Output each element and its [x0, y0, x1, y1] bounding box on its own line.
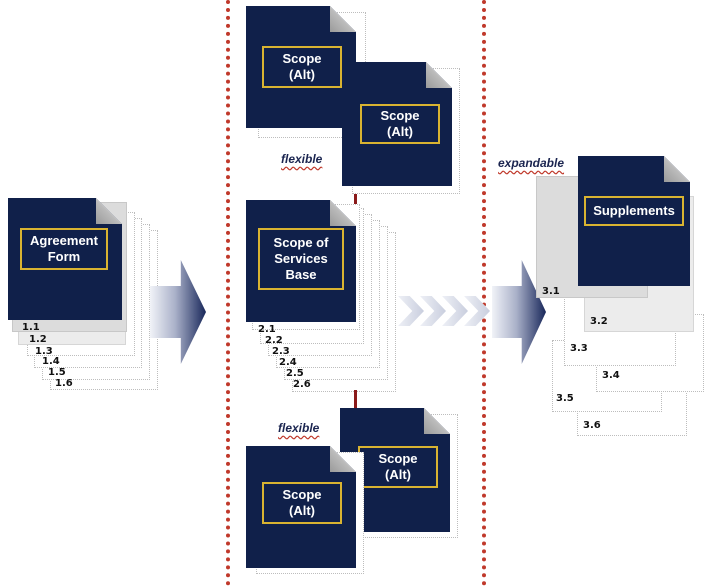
scope-connector-top — [354, 194, 357, 208]
supplement-section-label: 3.5 — [556, 393, 574, 404]
scope-alt-title: Scope (Alt) — [262, 46, 342, 88]
supplements-document: Supplements — [578, 156, 690, 286]
scope-alt-title: Scope (Alt) — [358, 446, 438, 488]
agreement-section-label: 1.1 — [22, 322, 40, 333]
scope-alt-title: Scope (Alt) — [360, 104, 440, 144]
scope-section-label: 2.5 — [286, 368, 304, 379]
flexible-label-top: flexible — [281, 152, 323, 166]
agreement-section-label: 1.5 — [48, 367, 66, 378]
agreement-form-title: Agreement Form — [20, 228, 108, 270]
scope-base-title: Scope of Services Base — [258, 228, 344, 290]
supplement-section-label: 3.3 — [570, 343, 588, 354]
right-divider — [482, 0, 486, 586]
scope-alt-title: Scope (Alt) — [262, 482, 342, 524]
scope-section-label: 2.3 — [272, 346, 290, 357]
supplements-page-fold-icon — [664, 156, 690, 182]
supplement-section-label: 3.4 — [602, 370, 620, 381]
flow-arrow-icon — [150, 260, 206, 364]
agreement-section-label: 1.6 — [55, 378, 73, 389]
agreement-section-label: 1.2 — [29, 334, 47, 345]
agreement-section-label: 1.4 — [42, 356, 60, 367]
expandable-label: expandable — [498, 156, 565, 170]
supplement-section-label: 3.6 — [583, 420, 601, 431]
chevron-right-icon — [398, 296, 424, 326]
left-divider — [226, 0, 230, 586]
supplement-section-label: 3.2 — [590, 316, 608, 327]
scope-section-label: 2.6 — [293, 379, 311, 390]
agreement-section-label: 1.3 — [35, 346, 53, 357]
supplements-title: Supplements — [584, 196, 684, 226]
scope-connector-bottom — [354, 390, 357, 410]
scope-section-label: 2.2 — [265, 335, 283, 346]
flexible-label-bottom: flexible — [278, 421, 320, 435]
scope-section-label: 2.1 — [258, 324, 276, 335]
scope-section-label: 2.4 — [279, 357, 297, 368]
scope-base-document: Scope of Services Base — [246, 200, 356, 322]
supplement-section-label: 3.1 — [542, 286, 560, 297]
